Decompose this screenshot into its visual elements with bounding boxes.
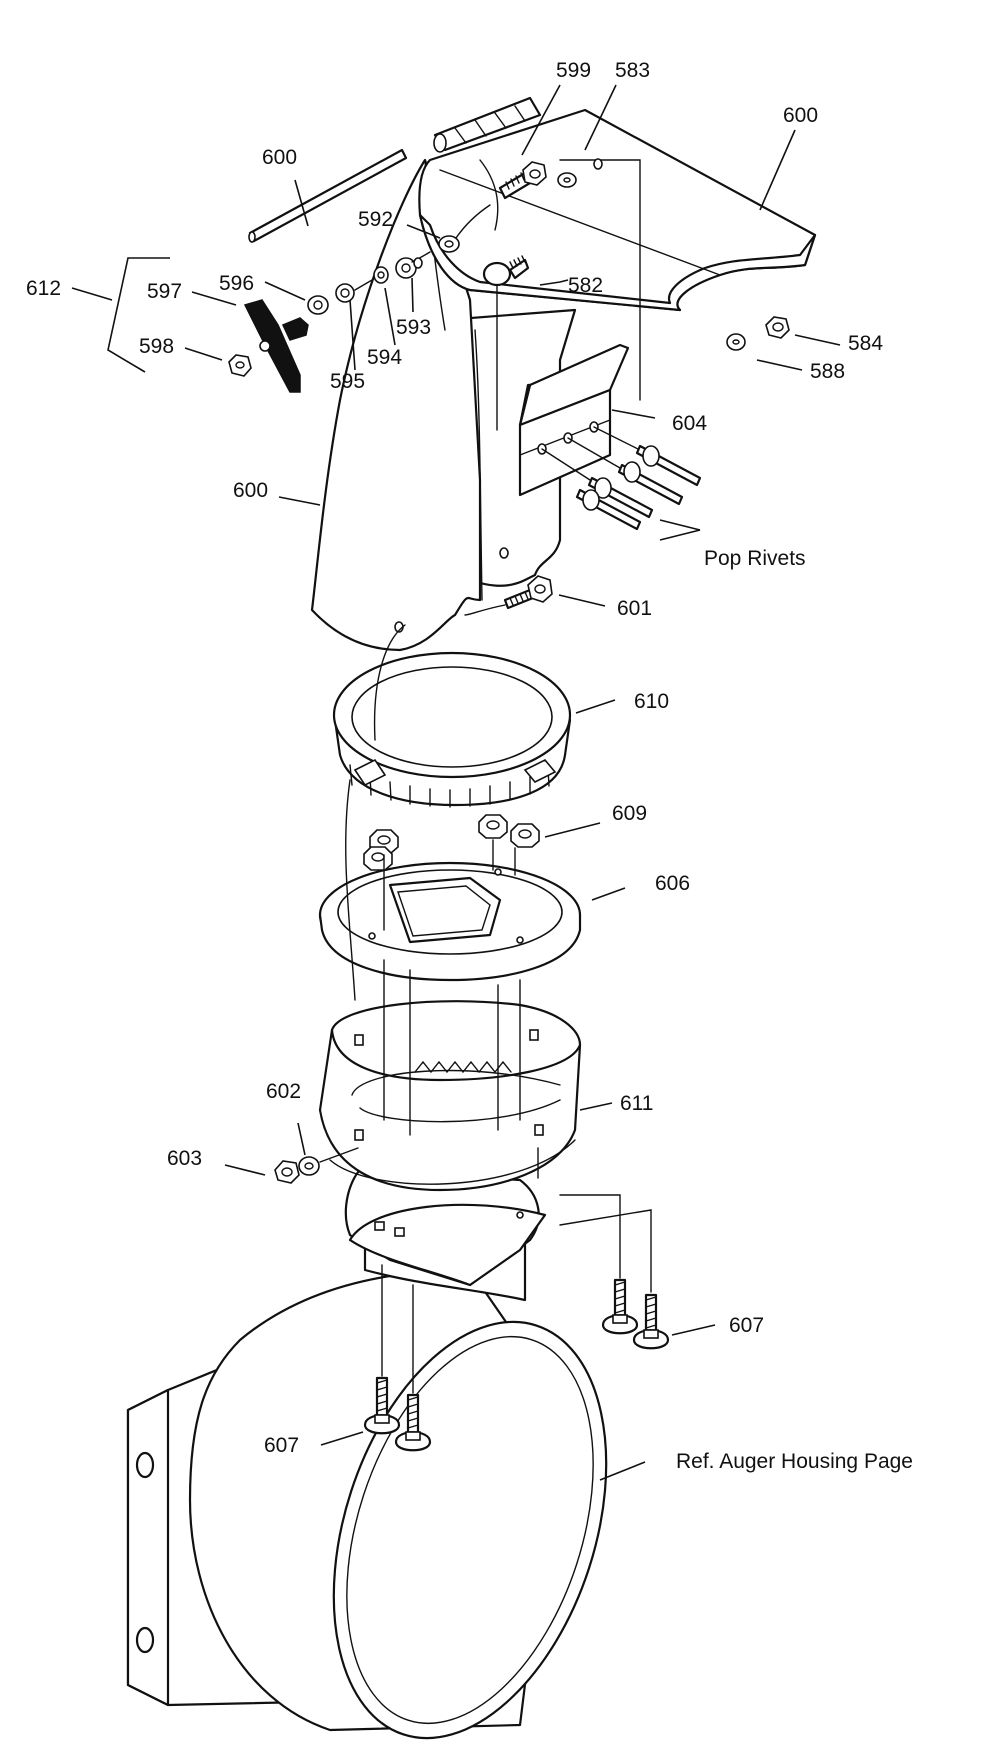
label-593: 593 xyxy=(396,316,431,339)
label-584: 584 xyxy=(848,332,883,355)
bolt-601 xyxy=(373,575,553,741)
hardware-cluster-top xyxy=(373,158,603,284)
rod-600 xyxy=(248,148,408,243)
label-596: 596 xyxy=(219,272,254,295)
label-604: 604 xyxy=(672,412,707,435)
label-612: 612 xyxy=(26,277,61,300)
label-609: 609 xyxy=(612,802,647,825)
label-603: 603 xyxy=(167,1147,202,1170)
label-598: 598 xyxy=(139,335,174,358)
hinge-pin xyxy=(433,96,542,153)
leader-lines xyxy=(71,84,841,1481)
washer-nut-602-603 xyxy=(274,1147,359,1184)
carriage-bolts-607-right xyxy=(559,1194,670,1350)
label-601: 601 xyxy=(617,597,652,620)
label-602: 602 xyxy=(266,1080,301,1103)
label-595: 595 xyxy=(330,370,365,393)
pop-rivets xyxy=(541,426,702,531)
label-607-right: 607 xyxy=(729,1314,764,1337)
label-ref-auger-housing: Ref. Auger Housing Page xyxy=(676,1450,913,1473)
label-610: 610 xyxy=(634,690,669,713)
hardware-right xyxy=(726,316,790,351)
bracket-612 xyxy=(107,257,170,373)
guide-plate-606 xyxy=(318,861,582,982)
label-600-deflector: 600 xyxy=(783,104,818,127)
label-600-rod: 600 xyxy=(262,146,297,169)
chute-ring-610 xyxy=(332,651,572,808)
label-611: 611 xyxy=(620,1092,653,1115)
label-597: 597 xyxy=(147,280,182,303)
label-582: 582 xyxy=(568,274,603,297)
auger-housing-elbow xyxy=(126,1268,608,1740)
label-592: 592 xyxy=(358,208,393,231)
label-599: 599 xyxy=(556,59,591,82)
label-606: 606 xyxy=(655,872,690,895)
label-588: 588 xyxy=(810,360,845,383)
label-pop-rivets: Pop Rivets xyxy=(704,547,806,570)
assembly-lines-middle xyxy=(345,779,521,1136)
carriage-bolt-582 xyxy=(482,255,530,431)
label-594: 594 xyxy=(367,346,402,369)
label-600-chute: 600 xyxy=(233,479,268,502)
bracket-604 xyxy=(518,343,630,497)
part-labels: 599 583 600 600 592 612 597 596 582 598 … xyxy=(26,59,913,1473)
discharge-neck xyxy=(344,1168,547,1302)
rotation-ring-611 xyxy=(318,1000,582,1192)
carriage-bolts-607-left xyxy=(363,1264,432,1452)
label-583: 583 xyxy=(615,59,650,82)
hex-nuts-609 xyxy=(363,814,540,931)
label-607-left: 607 xyxy=(264,1434,299,1457)
control-knob-612 xyxy=(228,279,373,393)
